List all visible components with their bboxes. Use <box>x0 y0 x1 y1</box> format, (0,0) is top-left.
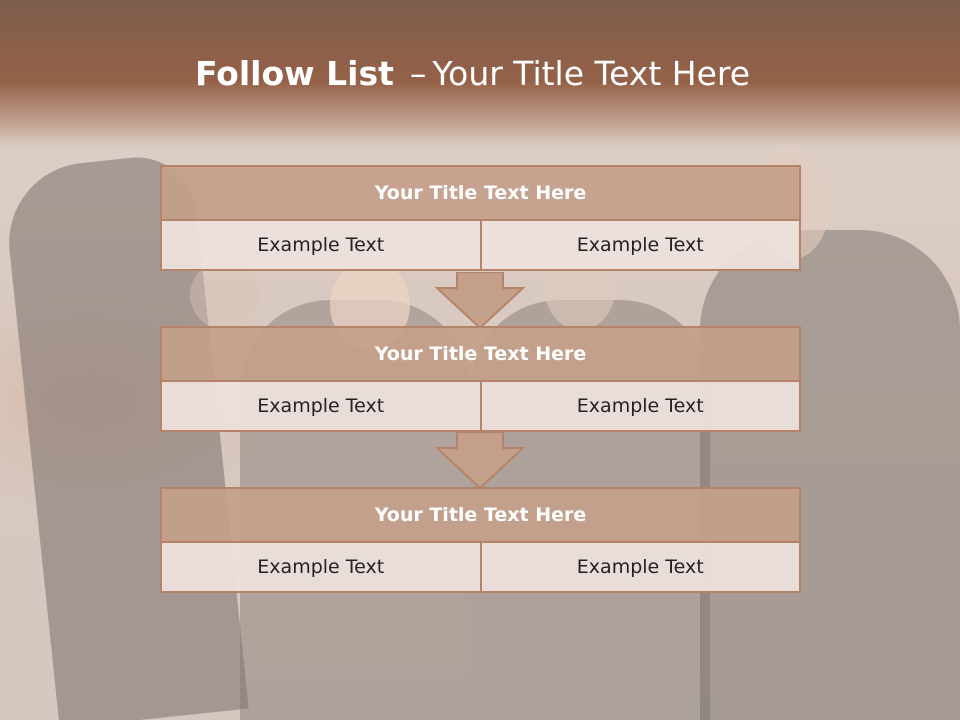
title-text: Your Title Text Here <box>432 54 751 93</box>
block-row: Example Text Example Text <box>160 221 801 271</box>
graduate-face <box>190 260 260 330</box>
down-arrow-icon <box>435 432 525 490</box>
block-row: Example Text Example Text <box>160 543 801 593</box>
block-cell-right: Example Text <box>481 221 801 271</box>
block-row: Example Text Example Text <box>160 382 801 432</box>
block-cell-right: Example Text <box>481 543 801 593</box>
block-title: Your Title Text Here <box>160 487 801 543</box>
list-block-2: Your Title Text Here Example Text Exampl… <box>160 326 801 432</box>
title-band <box>0 0 960 148</box>
title-bold: Follow List <box>194 54 394 93</box>
block-cell-left: Example Text <box>160 543 482 593</box>
block-cell-right: Example Text <box>481 382 801 432</box>
block-title: Your Title Text Here <box>160 326 801 382</box>
list-block-3: Your Title Text Here Example Text Exampl… <box>160 487 801 593</box>
graduate-robe <box>700 230 960 720</box>
title-separator: – <box>409 54 427 93</box>
list-block-1: Your Title Text Here Example Text Exampl… <box>160 165 801 271</box>
block-cell-left: Example Text <box>160 221 482 271</box>
slide-title: Follow List–Your Title Text Here <box>0 54 945 93</box>
block-title: Your Title Text Here <box>160 165 801 221</box>
block-cell-left: Example Text <box>160 382 482 432</box>
down-arrow-icon <box>435 272 525 330</box>
